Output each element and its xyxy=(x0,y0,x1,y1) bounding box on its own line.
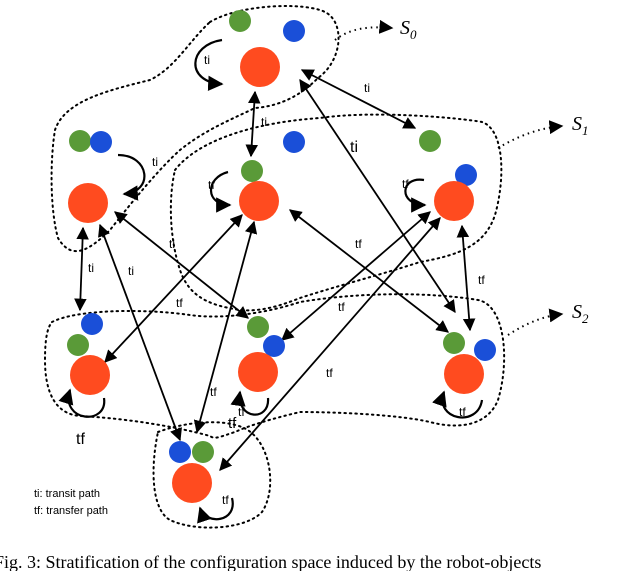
loop-top xyxy=(194,38,224,91)
blue-object xyxy=(81,313,103,335)
s1-leader xyxy=(497,120,564,149)
edge-right-to-bottom xyxy=(219,217,441,471)
label-tf-s2-right-loop: tf xyxy=(459,405,466,419)
blue-object xyxy=(455,164,477,186)
s2-label: S2 xyxy=(572,301,589,326)
loop-left xyxy=(117,153,146,201)
edge-left-to-bottom xyxy=(98,223,182,442)
label-tf-bottom-left-loop: tf xyxy=(76,431,85,448)
label-tf-right-vert: tf xyxy=(478,273,485,287)
robot xyxy=(172,463,212,503)
config-node-bottom xyxy=(169,441,214,503)
label-ti-top-loop: ti xyxy=(204,53,210,67)
green-object xyxy=(69,130,91,152)
robot xyxy=(444,354,484,394)
blue-object xyxy=(474,339,496,361)
label-ti-top-right: ti xyxy=(364,81,370,95)
config-node-bottom-left xyxy=(67,313,110,395)
green-object xyxy=(247,316,269,338)
s0-leader xyxy=(334,19,394,41)
label-tf-center-left: tf xyxy=(176,296,183,310)
robot xyxy=(434,181,474,221)
edge-top-to-center xyxy=(245,90,261,158)
label-tf-center-bottom: tf xyxy=(210,385,217,399)
loop-s2-right xyxy=(432,390,484,419)
label-tf-right-bottom: tf xyxy=(326,366,333,380)
config-node-left xyxy=(68,130,112,223)
label-ti-left-vert: ti xyxy=(88,261,94,275)
blue-object xyxy=(169,441,191,463)
edge-top-to-right xyxy=(300,69,417,129)
label-tf-mid-loop-large: tf xyxy=(228,415,237,432)
edge-left-to-bottom-left xyxy=(74,226,89,312)
blue-object xyxy=(283,20,305,42)
loop-bottom xyxy=(197,497,234,524)
s1-label: S1 xyxy=(572,113,589,138)
green-object xyxy=(229,10,251,32)
s2-leader xyxy=(507,308,564,336)
label-tf-center-right: tf xyxy=(355,237,362,251)
config-node-top xyxy=(229,10,305,87)
robot xyxy=(240,47,280,87)
label-ti-left-diag2: ti xyxy=(128,264,134,278)
label-tf-right-mid: tf xyxy=(338,300,345,314)
label-ti-large: ti xyxy=(350,139,358,156)
green-object xyxy=(192,441,214,463)
label-ti-top-center: ti xyxy=(261,115,267,129)
label-ti-left-loop: ti xyxy=(152,155,158,169)
robot xyxy=(68,183,108,223)
green-object xyxy=(443,332,465,354)
loop-mid-bottom xyxy=(230,390,270,416)
label-tf-center-loop: tf xyxy=(208,178,215,192)
edge-right-to-mid-bottom xyxy=(281,211,431,341)
loop-center xyxy=(210,170,232,213)
config-node-right xyxy=(419,130,477,221)
label-tf-bottom-loop: tf xyxy=(222,493,229,507)
edge-right-to-s2-right xyxy=(456,224,476,332)
robot xyxy=(70,355,110,395)
config-node-s2-right xyxy=(443,332,496,394)
blue-object xyxy=(283,131,305,153)
stratum-s0-region xyxy=(50,5,340,253)
config-node-center xyxy=(239,131,305,221)
config-node-mid-bottom xyxy=(238,316,285,392)
blue-object xyxy=(90,131,112,153)
self-loops xyxy=(58,38,484,524)
edge-labels: ti ti ti ti ti ti ti ti tf tf tf tf tf t… xyxy=(76,53,485,507)
figure-caption: Fig. 3: Stratification of the configurat… xyxy=(0,552,541,571)
robot xyxy=(238,352,278,392)
green-object xyxy=(241,160,263,182)
blue-object xyxy=(263,335,285,357)
label-ti-left-diag1: ti xyxy=(169,237,175,251)
robot xyxy=(239,181,279,221)
loop-bottom-left xyxy=(58,388,106,418)
transition-edges xyxy=(74,69,476,471)
loop-right xyxy=(404,178,427,213)
s0-label: S0 xyxy=(400,17,417,42)
label-tf-right-loop: tf xyxy=(402,177,409,191)
legend-transfer: tf: transfer path xyxy=(34,505,108,517)
green-object xyxy=(419,130,441,152)
legend: ti: transit path tf: transfer path xyxy=(34,488,108,517)
green-object xyxy=(67,334,89,356)
label-tf-mid-loop: tf xyxy=(238,405,245,419)
legend-transit: ti: transit path xyxy=(34,488,100,500)
